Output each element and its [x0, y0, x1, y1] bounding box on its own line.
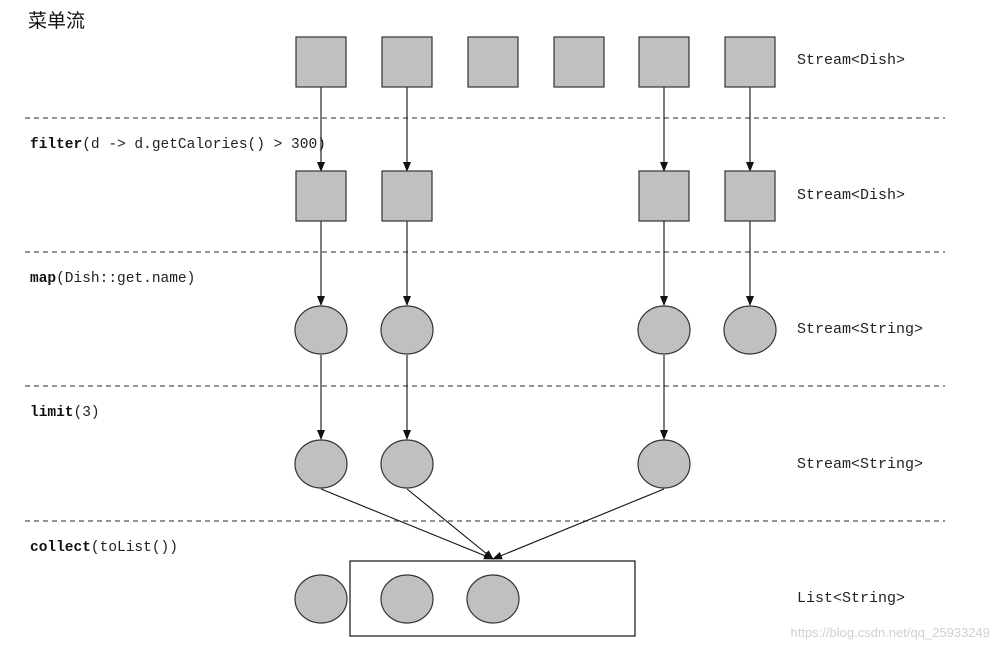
name-circle-s2-c5 [723, 305, 777, 355]
dish-square-s1-c4 [638, 170, 690, 222]
dish-square-s0-c1 [381, 36, 433, 88]
name-circle-s4-c1 [380, 574, 434, 624]
stream-type-label-0: Stream<Dish> [797, 52, 906, 69]
filter-operation: filter(d -> d.getCalories() > 300) [30, 137, 326, 153]
stream-elements [294, 36, 777, 624]
arrow-collect-col1 [406, 488, 494, 560]
dish-square-s0-c0 [295, 36, 347, 88]
dish-square-s1-c0 [295, 170, 347, 222]
collect-operation: collect(toList()) [30, 540, 178, 556]
stream-type-label-3: Stream<String> [797, 456, 924, 473]
name-circle-s2-c0 [294, 305, 348, 355]
arrow-collect-col4 [492, 488, 665, 560]
dish-square-s0-c4 [638, 36, 690, 88]
watermark: https://blog.csdn.net/qq_25933249 [790, 625, 991, 640]
dish-square-s0-c5 [724, 36, 776, 88]
name-circle-s4-c0 [294, 574, 348, 624]
dish-square-s1-c1 [381, 170, 433, 222]
stream-type-label-1: Stream<Dish> [797, 187, 906, 204]
dish-square-s0-c2 [467, 36, 519, 88]
stage-dividers [25, 117, 945, 522]
result-list-box [349, 560, 636, 637]
map-operation: map(Dish::get.name) [30, 271, 196, 287]
limit-operation: limit(3) [30, 405, 100, 421]
flow-arrows [317, 87, 754, 560]
name-circle-s4-c2 [466, 574, 520, 624]
name-circle-s3-c0 [294, 439, 348, 489]
name-circle-s3-c4 [637, 439, 691, 489]
diagram-title: 菜单流 [28, 10, 86, 32]
name-circle-s3-c1 [380, 439, 434, 489]
dish-square-s0-c3 [553, 36, 605, 88]
arrow-collect-col0 [320, 488, 494, 560]
name-circle-s2-c4 [637, 305, 691, 355]
name-circle-s2-c1 [380, 305, 434, 355]
dish-square-s1-c5 [724, 170, 776, 222]
list-container-rect [349, 560, 636, 637]
stream-type-label-4: List<String> [797, 590, 906, 607]
stream-type-label-2: Stream<String> [797, 321, 924, 338]
